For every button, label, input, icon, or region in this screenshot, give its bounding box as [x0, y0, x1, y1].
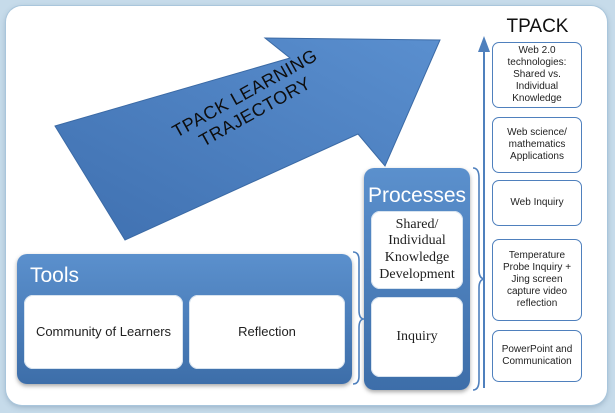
up-arrow-icon [478, 36, 490, 388]
tool-item-community: Community of Learners [24, 295, 183, 369]
tool-item-reflection: Reflection [189, 295, 345, 369]
trajectory-arrow [54, 37, 441, 241]
process-item-knowledge-development: Shared/ Individual Knowledge Development [371, 211, 463, 289]
tools-title: Tools [30, 264, 80, 287]
bracket-icon [472, 167, 486, 391]
tpack-item-powerpoint: PowerPoint and Communication [492, 330, 582, 382]
process-item-inquiry: Inquiry [371, 297, 463, 377]
tpack-item-web-science: Web science/ mathematics Applications [492, 117, 582, 173]
tpack-item-temperature-probe: Temperature Probe Inquiry + Jing screen … [492, 239, 582, 321]
tpack-title: TPACK [506, 16, 569, 37]
bracket-icon [352, 251, 365, 385]
processes-title: Processes [367, 184, 467, 207]
tpack-item-web20: Web 2.0 technologies: Shared vs. Individ… [492, 42, 582, 108]
tpack-item-web-inquiry: Web Inquiry [492, 180, 582, 226]
